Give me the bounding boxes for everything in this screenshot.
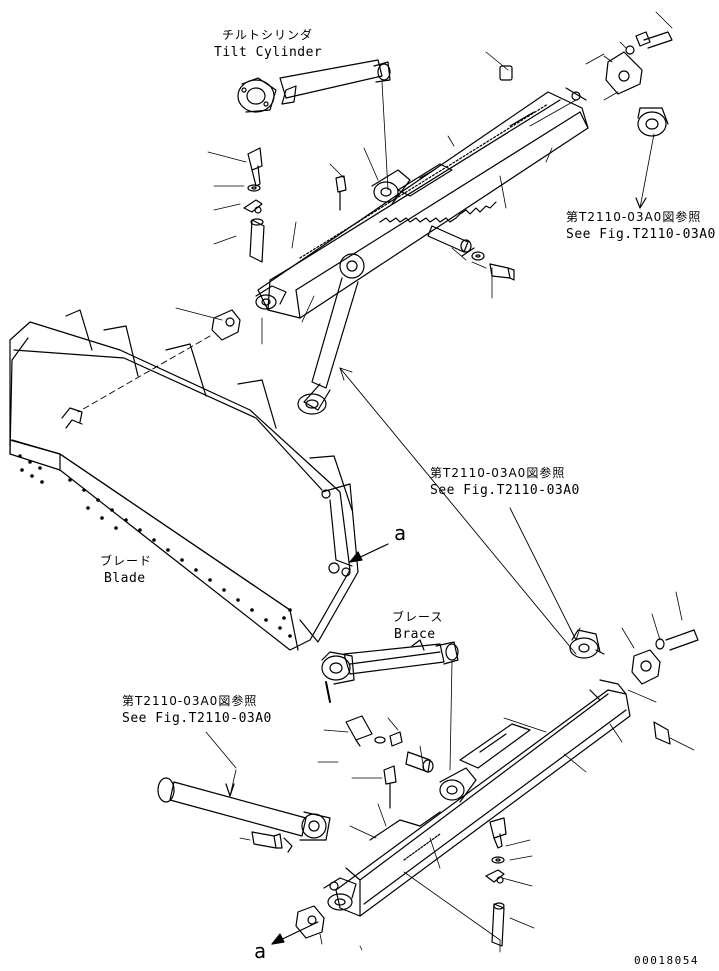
ref-label-mid-en: See Fig.T2110-03A0 xyxy=(430,483,580,498)
brace xyxy=(321,639,459,771)
upper-frame-top-end xyxy=(499,65,587,101)
lower-frame-end-lug xyxy=(323,877,357,911)
drawing-number: 00018054 xyxy=(634,954,699,967)
lower-bolt-clip xyxy=(239,831,293,853)
view-marker-lower: a xyxy=(254,939,267,963)
ref-label-mid-jp: 第T2110-03A0図参照 xyxy=(430,466,566,480)
tilt-cylinder xyxy=(237,59,391,191)
ref-label-left-en: See Fig.T2110-03A0 xyxy=(122,711,272,726)
upper-left-hardware xyxy=(243,147,265,263)
tilt-cylinder-label-jp: チルトシリンダ xyxy=(222,28,314,42)
ref-label-top-en: See Fig.T2110-03A0 xyxy=(566,227,716,242)
upper-grease-fitting xyxy=(329,163,347,211)
lower-right-flange-assembly xyxy=(569,591,699,751)
lower-diagonal-cylinder xyxy=(157,731,331,841)
upper-cylinder-joint xyxy=(371,169,411,205)
lower-right-hardware xyxy=(485,817,507,947)
brace-label-en: Brace xyxy=(394,627,436,642)
view-arrow-lower xyxy=(271,921,319,945)
blade xyxy=(9,309,359,651)
lower-brace-joint xyxy=(439,767,477,803)
ref-label-top-jp: 第T2110-03A0図参照 xyxy=(566,210,702,224)
upper-frame-end-lug xyxy=(255,285,287,310)
tilt-cylinder-label-en: Tilt Cylinder xyxy=(214,45,323,60)
middle-reference-leader xyxy=(339,367,581,655)
upper-right-flange-assembly xyxy=(585,11,673,209)
upper-right-hardware xyxy=(427,225,515,281)
blade-top-block xyxy=(77,309,241,413)
view-marker-upper: a xyxy=(394,521,407,545)
upper-diagonal-cylinder xyxy=(297,253,365,415)
blade-label-en: Blade xyxy=(104,571,146,586)
blade-label-jp: ブレード xyxy=(100,554,153,568)
lower-block xyxy=(295,905,325,939)
view-arrow-upper xyxy=(349,543,389,563)
lower-straight-frame xyxy=(335,679,631,917)
brace-label-jp: ブレース xyxy=(392,610,444,624)
upper-straight-frame xyxy=(257,91,589,319)
upper-callout-lines xyxy=(175,51,577,345)
lower-left-hardware xyxy=(345,715,434,809)
lower-callout-lines xyxy=(317,689,657,953)
ref-label-left-jp: 第T2110-03A0図参照 xyxy=(122,694,258,708)
